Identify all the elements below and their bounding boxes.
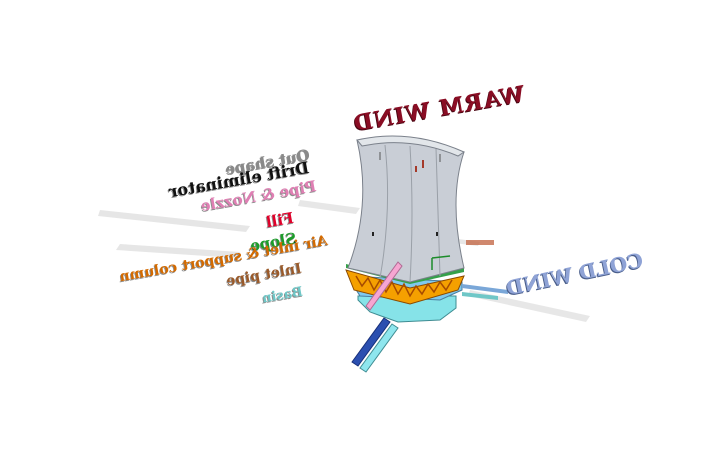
legend-label-6: Inlet pipe — [225, 261, 303, 290]
legend-label-2: Pipe & Nozzle — [199, 177, 317, 215]
inlet-pipes — [351, 261, 403, 373]
legend-label-7: Basin — [261, 284, 304, 307]
legend-label-text: Fill — [264, 208, 296, 232]
outlet-marker — [466, 240, 494, 245]
legend-label-3: Fill — [264, 208, 296, 232]
warm-wind-label: WARM WIND — [351, 81, 527, 137]
cold-wind-label: COLD WIND — [504, 247, 646, 301]
side-pipes — [462, 284, 508, 300]
tower-body — [347, 135, 466, 283]
